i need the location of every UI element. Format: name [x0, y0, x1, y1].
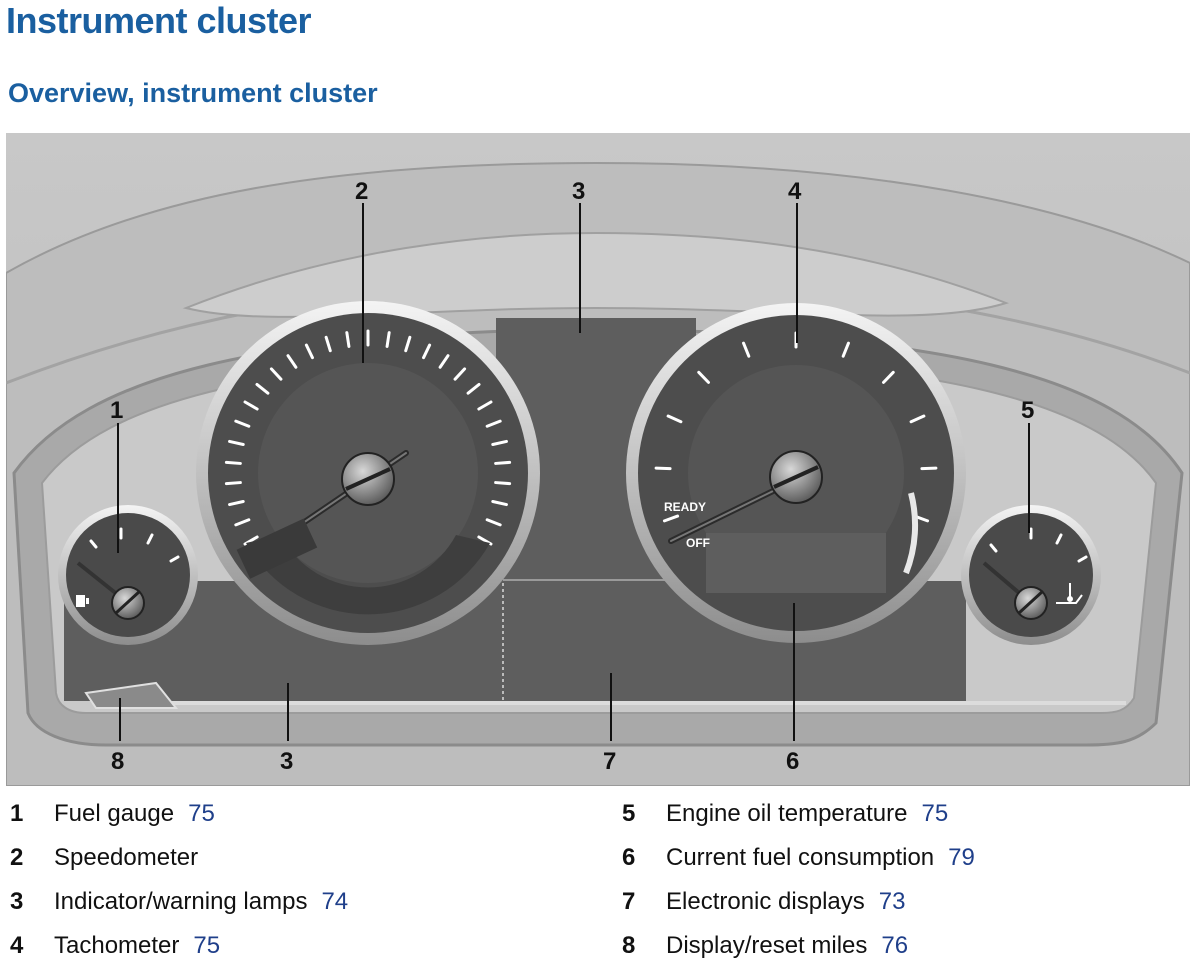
gauge-tick [304, 343, 314, 360]
page-reference-link[interactable]: 79 [948, 844, 975, 871]
page-reference-link[interactable]: 75 [188, 800, 215, 827]
gauge-tick [422, 343, 432, 360]
oil-temperature-icon [1056, 583, 1083, 604]
gauge-tick [841, 341, 850, 358]
legend-number: 2 [10, 844, 24, 871]
gauge-tick [662, 514, 680, 523]
gauge-tick [466, 382, 481, 395]
gauge-tick [485, 518, 502, 527]
legend-text: Electronic displays [666, 888, 865, 915]
legend-number: 8 [622, 932, 636, 959]
legend-text: Indicator/warning lamps [54, 888, 308, 915]
legend-number: 6 [622, 844, 636, 871]
gauge-tick [243, 400, 259, 411]
instrument-cluster-illustration: READY OFF 1 2 3 4 5 8 3 7 6 [6, 133, 1190, 786]
legend-number: 1 [10, 800, 24, 827]
legend-label: Speedometer [54, 844, 198, 872]
page-title: Instrument cluster [6, 0, 312, 41]
callout-1: 1 [110, 397, 123, 424]
oil-temperature-gauge [961, 505, 1101, 645]
gauge-tick [438, 354, 450, 369]
mileage-reset-button [84, 681, 179, 709]
fuel-pump-icon [76, 595, 89, 607]
fuel-gauge [58, 505, 198, 645]
callout-5: 5 [1021, 397, 1034, 424]
gauge-tick [477, 400, 493, 411]
legend-text: Tachometer [54, 932, 180, 959]
legend-label: Indicator/warning lamps 74 [54, 888, 348, 916]
gauge-tick [228, 499, 245, 507]
gauge-tick [453, 367, 467, 381]
page-reference-link[interactable]: 73 [878, 888, 906, 915]
gauge-tick [269, 367, 283, 381]
gauge-tick [234, 419, 251, 428]
tachometer [626, 303, 966, 643]
section-subtitle: Overview, instrument cluster [8, 78, 378, 108]
gauge-tick [697, 370, 710, 384]
gauge-tick [404, 335, 412, 353]
legend-text: Current fuel consumption [666, 844, 935, 871]
gauge-tick [494, 481, 512, 486]
callout-8: 8 [111, 748, 124, 775]
gauge-tick [666, 414, 683, 424]
legend-label: Engine oil temperature 75 [666, 800, 948, 828]
callout-4: 4 [788, 178, 802, 205]
gauge-tick [224, 481, 242, 486]
gauge-tick [742, 341, 751, 358]
speedometer [196, 301, 540, 645]
legend-label: Electronic displays 73 [666, 888, 905, 916]
callout-7: 7 [603, 748, 616, 775]
gauge-tick [224, 460, 242, 465]
gauge-tick [491, 439, 508, 447]
callout-leader-lines [117, 203, 1030, 741]
gauge-tick [345, 331, 351, 348]
legend-text: Fuel gauge [54, 800, 175, 827]
page-reference-link[interactable]: 74 [321, 888, 349, 915]
legend-number: 7 [622, 888, 636, 915]
legend-number: 5 [622, 800, 636, 827]
legend-number: 3 [10, 888, 24, 915]
gauge-tick [228, 439, 245, 447]
page-reference-link[interactable]: 75 [921, 800, 949, 827]
gauge-tick [494, 460, 512, 465]
legend-label: Current fuel consumption 79 [666, 844, 975, 872]
legend-text: Engine oil temperature [666, 800, 908, 827]
gauge-tick [882, 370, 895, 384]
legend-label: Display/reset miles 76 [666, 932, 908, 960]
callout-6: 6 [786, 748, 799, 775]
callout-2: 2 [355, 178, 368, 205]
page-reference-link[interactable]: 75 [193, 932, 221, 959]
gauge-tick [491, 499, 508, 507]
gauge-tick [485, 419, 502, 428]
cluster-svg: READY OFF 1 2 3 4 5 8 3 7 6 [6, 133, 1190, 786]
gauge-tick [286, 354, 298, 369]
gauge-tick [909, 414, 926, 424]
legend-label: Fuel gauge 75 [54, 800, 215, 828]
page-reference-link[interactable]: 76 [881, 932, 909, 959]
legend-text: Speedometer [54, 844, 199, 871]
gauge-tick [324, 335, 332, 353]
gauge-tick [234, 518, 251, 527]
gauge-tick [255, 382, 270, 395]
legend-label: Tachometer 75 [54, 932, 220, 960]
off-label: OFF [686, 536, 710, 550]
hood-contour-line [182, 231, 1010, 318]
legend-number: 4 [10, 932, 24, 959]
ready-label: READY [664, 500, 706, 514]
gauge-tick [385, 331, 391, 348]
callout-3-bottom: 3 [280, 748, 293, 775]
legend-text: Display/reset miles [666, 932, 868, 959]
speedometer-scale-band [246, 535, 490, 615]
callout-3-top: 3 [572, 178, 585, 205]
